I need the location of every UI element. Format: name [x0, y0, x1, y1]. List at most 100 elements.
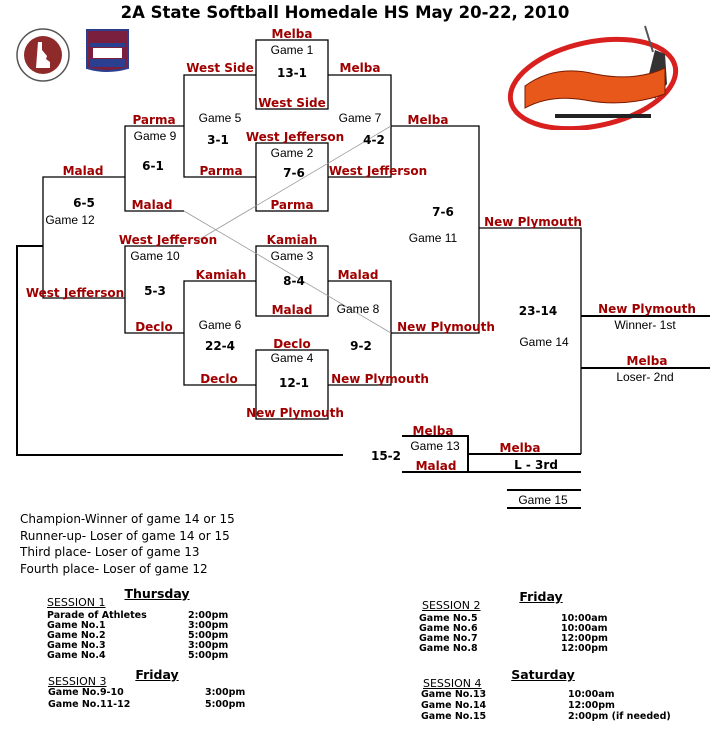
schedule-time: 10:00am — [568, 689, 615, 700]
schedule-day-heading: Thursday — [124, 586, 190, 601]
score-label: 9-2 — [350, 339, 372, 353]
softball-championship-logo — [507, 25, 679, 130]
schedule-event: Game No.1 — [47, 620, 106, 631]
team-label: Kamiah — [266, 233, 318, 247]
schedule-event: Game No.4 — [47, 650, 106, 661]
game-label: Loser- 2nd — [616, 370, 674, 384]
schedule-time: 5:00pm — [188, 630, 229, 641]
score-label: 7-6 — [432, 205, 454, 219]
score-label: 6-5 — [73, 196, 95, 210]
team-label: Malad — [337, 268, 379, 282]
schedule-event: Game No.7 — [419, 633, 478, 644]
score-label: L - 3rd — [514, 458, 558, 472]
session-heading: SESSION 4 — [423, 677, 482, 690]
game-label: Game 1 — [270, 43, 314, 57]
game-label: Game 5 — [198, 111, 242, 125]
schedule-time: 12:00pm — [561, 633, 608, 644]
team-label: Melba — [339, 61, 381, 75]
schedule-day-heading: Friday — [519, 589, 563, 604]
game-6-bracket — [183, 280, 256, 386]
game-14-bracket — [479, 227, 582, 454]
score-label: 15-2 — [370, 449, 402, 463]
schedule-event: Game No.2 — [47, 630, 106, 641]
placement-note: Champion-Winner of game 14 or 15 — [20, 512, 235, 526]
game-label: Game 11 — [408, 231, 458, 245]
team-label: New Plymouth — [484, 215, 582, 229]
team-label: Parma — [132, 113, 176, 127]
game-label: Game 9 — [133, 129, 177, 143]
game-label: Winner- 1st — [614, 318, 676, 332]
game-label: Game 10 — [130, 249, 180, 263]
game-7-bracket — [328, 74, 392, 178]
team-label: West Side — [258, 96, 326, 110]
team-label: Melba — [499, 441, 541, 455]
game-label: Game 7 — [338, 111, 382, 125]
game-10-bracket — [124, 245, 184, 334]
team-label: Malad — [271, 303, 313, 317]
team-label: Declo — [200, 372, 238, 386]
score-label: 7-6 — [283, 166, 305, 180]
schedule-day-heading: Friday — [135, 667, 179, 682]
loser-line-game-7 — [194, 125, 392, 243]
team-label: Malad — [415, 459, 457, 473]
placement-note: Third place- Loser of game 13 — [20, 545, 200, 559]
schedule-time: 12:00pm — [568, 700, 615, 711]
game-label: Game 12 — [45, 213, 95, 227]
schedule-event: Game No.13 — [421, 689, 487, 700]
schedule-time: 3:00pm — [188, 640, 229, 651]
game-9-bracket — [124, 125, 184, 212]
schedule-time: 3:00pm — [205, 687, 246, 698]
game-label: Game 14 — [519, 335, 569, 349]
schedule-event: Game No.15 — [421, 711, 487, 722]
schedule-time: 2:00pm (if needed) — [568, 711, 671, 722]
score-label: 23-14 — [518, 304, 558, 318]
team-label: Parma — [270, 198, 314, 212]
team-label: West Jefferson — [245, 130, 345, 144]
team-label: New Plymouth — [397, 320, 495, 334]
schedule-time: 5:00pm — [205, 699, 246, 710]
schedule-event: Game No.8 — [419, 643, 478, 654]
schedule-event: Parade of Athletes — [47, 610, 147, 621]
schedule-event: Game No.3 — [47, 640, 106, 651]
game-label: Game 2 — [270, 146, 314, 160]
schedule-event: Game No.6 — [419, 623, 478, 634]
team-label: Melba — [626, 354, 668, 368]
team-label: Melba — [407, 113, 449, 127]
team-label: Kamiah — [195, 268, 247, 282]
placement-note: Runner-up- Loser of game 14 or 15 — [20, 529, 230, 543]
team-label: West Jefferson — [25, 286, 125, 300]
session-heading: SESSION 1 — [47, 596, 106, 609]
schedule-day-heading: Saturday — [511, 667, 575, 682]
team-label: New Plymouth — [246, 406, 344, 420]
score-label: 12-1 — [278, 376, 310, 390]
game-13-feed-bracket — [16, 245, 343, 456]
session-heading: SESSION 2 — [422, 599, 481, 612]
loser-line-game-9 — [183, 210, 392, 334]
game-8-bracket — [328, 280, 392, 386]
team-label: West Side — [186, 61, 254, 75]
game-12-bracket — [42, 176, 125, 299]
game-label: Game 6 — [198, 318, 242, 332]
team-label: West Jefferson — [328, 164, 428, 178]
schedule-event: Game No.11-12 — [48, 699, 131, 710]
page-title: 2A State Softball Homedale HS May 20-22,… — [120, 3, 570, 22]
game-label: Game 4 — [270, 351, 314, 365]
score-label: 22-4 — [204, 339, 236, 353]
team-label: Parma — [199, 164, 243, 178]
team-label: Declo — [135, 320, 173, 334]
score-label: 13-1 — [276, 66, 308, 80]
team-label: West Jefferson — [118, 233, 218, 247]
team-label: Malad — [131, 198, 173, 212]
schedule-event: Game No.5 — [419, 613, 478, 624]
game-13-box — [402, 435, 469, 472]
score-label: 8-4 — [283, 274, 305, 288]
team-label: Malad — [62, 164, 104, 178]
session-heading: SESSION 3 — [48, 675, 107, 688]
game-label: Game 3 — [270, 249, 314, 263]
game-5-bracket — [183, 74, 256, 178]
schedule-event: Game No.14 — [421, 700, 487, 711]
schedule-time: 2:00pm — [188, 610, 229, 621]
team-label: New Plymouth — [598, 302, 696, 316]
game-label: Game 15 — [518, 493, 568, 507]
